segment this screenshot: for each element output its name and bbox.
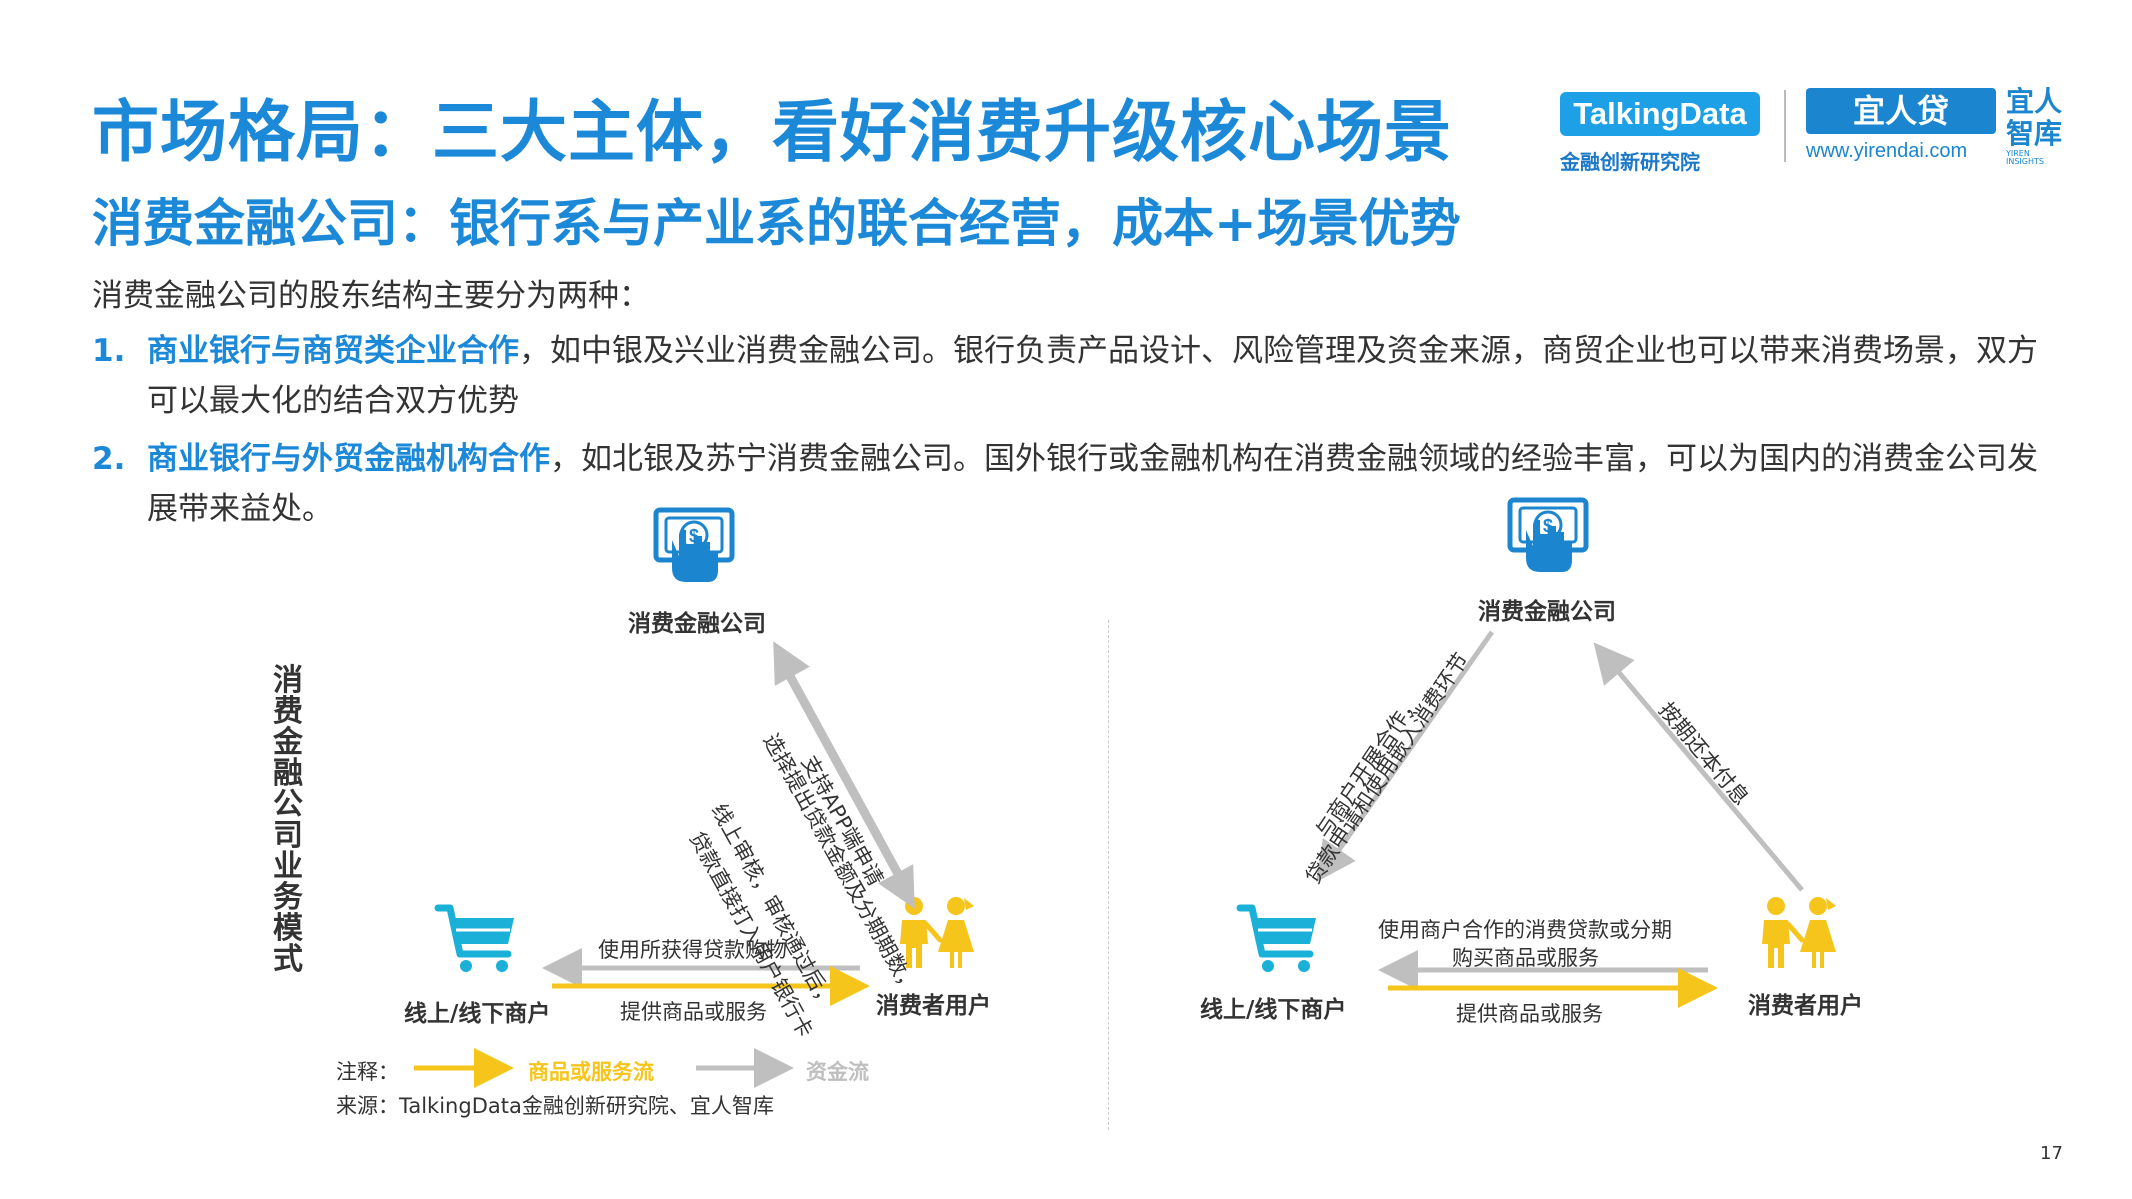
list-item-text: ，如中银及兴业消费金融公司。银行负责产品设计、风险管理及资金来源，商贸企业也可以… [147,333,2038,419]
legend-funds-label: 资金流 [806,1060,869,1084]
logo-divider [1784,90,1786,162]
diagram-side-title: 消费金融公司业务模式 [273,663,303,977]
talkingdata-logo: TalkingData [1560,92,1760,136]
right-merchant-label: 线上/线下商户 [1200,997,1347,1023]
flow-goods: 提供商品或服务 [1456,1002,1603,1026]
list-item-number: 2. [92,441,126,477]
flow-goods: 提供商品或服务 [620,1000,767,1024]
arrow-apply [773,641,911,890]
money-hand-icon [656,510,732,582]
yiren-insights-logo: YIREN INSIGHTS [2006,149,2044,166]
legend-note-label: 注释： [336,1060,399,1084]
left-consumer-label: 消费者用户 [876,993,991,1019]
legend-goods-label: 商品或服务流 [528,1060,654,1084]
page-subtitle: 消费金融公司：银行系与产业系的联合经营，成本+场景优势 [92,195,1461,254]
money-hand-icon [1510,500,1586,572]
arrow-cooperate [1316,630,1495,883]
arrow-loan [777,660,915,909]
consumers-icon [900,897,974,968]
left-finance-label: 消费金融公司 [628,611,766,637]
yirendai-url: www.yirendai.com [1806,140,1968,162]
page-title: 市场格局：三大主体，看好消费升级核心场景 [92,93,1452,171]
list-item-highlight: 商业银行与外贸金融机构合作 [147,441,550,477]
list-item-text: ，如北银及苏宁消费金融公司。国外银行或金融机构在消费金融领域的经验丰富，可以为国… [147,441,2038,527]
right-consumer-label: 消费者用户 [1748,993,1863,1019]
flow-buy-line1: 使用商户合作的消费贷款或分期 [1378,918,1672,942]
source-text: 来源：TalkingData金融创新研究院、宜人智库 [336,1094,774,1118]
list-item-highlight: 商业银行与商贸类企业合作 [147,333,519,369]
shopping-cart-icon [1240,908,1316,972]
consumers-icon [1762,897,1836,968]
talkingdata-logo-sub: 金融创新研究院 [1560,150,1700,174]
flow-buy: 使用所获得贷款购物 [598,938,787,962]
yiren-zhiku-logo: 宜人智库 [2006,85,2063,150]
flow-buy-line2: 购买商品或服务 [1452,946,1599,970]
left-merchant-label: 线上/线下商户 [404,1001,551,1027]
list-item: 1. 商业银行与商贸类企业合作，如中银及兴业消费金融公司。银行负责产品设计、风险… [92,326,2052,426]
shopping-cart-icon [438,908,514,972]
list-item: 2. 商业银行与外贸金融机构合作，如北银及苏宁消费金融公司。国外银行或金融机构在… [92,434,2052,534]
diagram-divider [1108,620,1109,1130]
intro-text: 消费金融公司的股东结构主要分为两种： [92,278,650,314]
page-number: 17 [2040,1143,2063,1164]
right-finance-label: 消费金融公司 [1478,599,1616,625]
arrow-repay [1593,642,1804,892]
list-item-number: 1. [92,333,126,369]
yirendai-logo: 宜人贷 [1806,88,1996,134]
